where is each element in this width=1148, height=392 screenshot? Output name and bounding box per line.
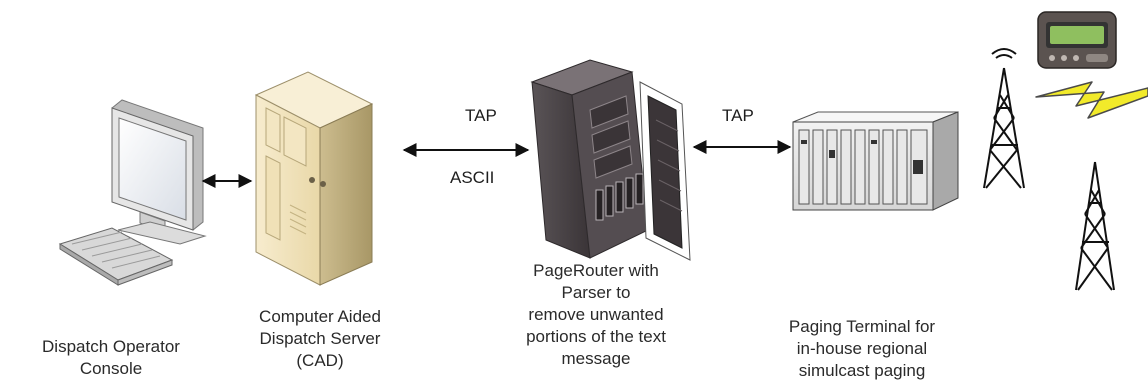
pagerouter-label-line-2: Parser to xyxy=(561,283,631,302)
terminal-label-line-3: simulcast paging xyxy=(798,361,926,380)
cad-label-line-3: (CAD) xyxy=(296,351,344,370)
radio-tower-icon-2 xyxy=(1075,161,1115,291)
pagerouter-label: PageRouter with Parser to remove unwante… xyxy=(506,260,686,370)
paging-terminal-icon xyxy=(792,111,959,211)
pagerouter-label-line-1: PageRouter with xyxy=(533,261,659,280)
cad-label: Computer Aided Dispatch Server (CAD) xyxy=(240,306,400,372)
pager-icon xyxy=(1037,11,1117,69)
terminal-label-line-2: in-house regional xyxy=(796,339,928,358)
console-label-line-1: Dispatch Operator xyxy=(42,337,180,356)
keyboard-icon xyxy=(58,227,174,286)
console-label: Dispatch Operator Console xyxy=(6,336,216,380)
cad-label-line-1: Computer Aided xyxy=(259,307,381,326)
cad-label-line-2: Dispatch Server xyxy=(259,329,381,348)
pagerouter-label-line-5: message xyxy=(561,349,631,368)
rack-server-icon xyxy=(530,59,691,261)
computer-console-icon xyxy=(111,99,207,245)
server-tower-icon xyxy=(254,71,374,286)
radio-tower-icon xyxy=(983,48,1025,189)
console-label-line-2: Console xyxy=(79,359,143,378)
lightning-bolt-icon xyxy=(1035,81,1148,119)
pagerouter-label-line-3: remove unwanted xyxy=(528,305,664,324)
terminal-label: Paging Terminal for in-house regional si… xyxy=(762,316,962,382)
ascii-label: ASCII xyxy=(450,168,495,187)
pagerouter-label-line-4: portions of the text xyxy=(526,327,666,346)
tap-label-pagerouter-terminal: TAP xyxy=(722,106,754,125)
tap-label-cad-pagerouter: TAP xyxy=(465,106,497,125)
terminal-label-line-1: Paging Terminal for xyxy=(788,317,936,336)
